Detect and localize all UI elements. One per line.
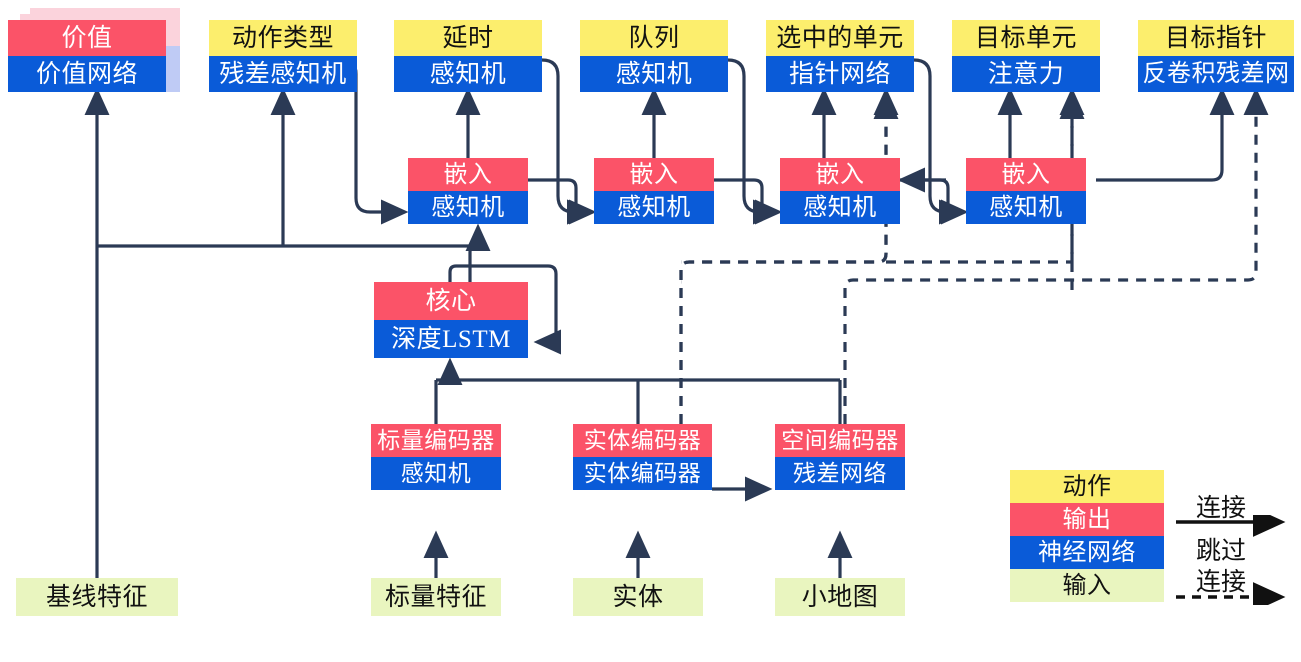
node-entity-encoder-head: 实体编码器 (573, 424, 712, 457)
node-target-pointer[interactable]: 目标指针 反卷积残差网 (1138, 20, 1294, 92)
node-delay-net: 感知机 (394, 56, 542, 92)
legend-arrows (1176, 515, 1286, 605)
node-value-net: 价值网络 (8, 56, 166, 92)
input-scalar-features-label: 标量特征 (371, 578, 501, 616)
legend-connection-label: 连接 (1196, 495, 1247, 522)
wire-core-self-loop (448, 264, 562, 355)
node-delay-head: 延时 (394, 20, 542, 56)
node-embed-2-head: 嵌入 (594, 158, 714, 191)
node-embed-1[interactable]: 嵌入 感知机 (408, 158, 528, 224)
node-queue-net: 感知机 (580, 56, 728, 92)
node-embed-3-net: 感知机 (780, 191, 900, 224)
skip-entity-selected (679, 91, 899, 424)
node-entity-encoder-net: 实体编码器 (573, 457, 712, 490)
node-embed-4-head: 嵌入 (966, 158, 1086, 191)
wire-queue-to-embed3 (727, 58, 781, 225)
skip-entityenc-to-selectedunits (679, 87, 899, 424)
node-selected-units-head: 选中的单元 (766, 20, 914, 56)
node-embed-3[interactable]: 嵌入 感知机 (780, 158, 900, 224)
input-scalar-features[interactable]: 标量特征 (371, 578, 501, 616)
node-target-pointer-net: 反卷积残差网 (1138, 56, 1294, 92)
node-value-head: 价值 (8, 20, 166, 56)
node-delay[interactable]: 延时 感知机 (394, 20, 542, 92)
node-action-type-head: 动作类型 (209, 20, 357, 56)
node-core-head: 核心 (374, 282, 528, 320)
node-embed-2[interactable]: 嵌入 感知机 (594, 158, 714, 224)
input-minimap-label: 小地图 (775, 578, 905, 616)
node-value[interactable]: 价值 价值网络 (8, 20, 166, 92)
node-selected-units[interactable]: 选中的单元 指针网络 (766, 20, 914, 92)
wire-selectedunits-to-embed4 (913, 58, 967, 225)
node-scalar-encoder-head: 标量编码器 (371, 424, 501, 457)
wire-embed4-to-targetpointer (1096, 87, 1235, 182)
node-embed-3-head: 嵌入 (780, 158, 900, 191)
input-baseline-features[interactable]: 基线特征 (16, 578, 178, 616)
input-entities[interactable]: 实体 (573, 578, 703, 616)
wire-delay-to-embed2b (541, 58, 595, 225)
node-action-type[interactable]: 动作类型 残差感知机 (209, 20, 357, 92)
node-target-unit-net: 注意力 (952, 56, 1100, 92)
skip-spatialenc-to-targetpointer (843, 87, 1269, 424)
node-core-net: 深度LSTM (374, 320, 528, 358)
node-spatial-encoder-head: 空间编码器 (775, 424, 905, 457)
node-spatial-encoder[interactable]: 空间编码器 残差网络 (775, 424, 905, 490)
node-embed-2-net: 感知机 (594, 191, 714, 224)
node-scalar-encoder-net: 感知机 (371, 457, 501, 490)
node-selected-units-net: 指针网络 (766, 56, 914, 92)
input-minimap[interactable]: 小地图 (775, 578, 905, 616)
legend-swatches: 动作 输出 神经网络 输入 (1010, 470, 1164, 602)
input-baseline-features-label: 基线特征 (16, 578, 178, 616)
node-core[interactable]: 核心 深度LSTM (374, 282, 528, 358)
input-entities-label: 实体 (573, 578, 703, 616)
node-embed-4-net: 感知机 (966, 191, 1086, 224)
node-entity-encoder[interactable]: 实体编码器 实体编码器 (573, 424, 712, 490)
node-scalar-encoder[interactable]: 标量编码器 感知机 (371, 424, 501, 490)
legend-network: 神经网络 (1010, 536, 1164, 569)
node-target-pointer-head: 目标指针 (1138, 20, 1294, 56)
node-target-unit-head: 目标单元 (952, 20, 1100, 56)
legend-output: 输出 (1010, 503, 1164, 536)
legend-input: 输入 (1010, 569, 1164, 602)
node-target-unit[interactable]: 目标单元 注意力 (952, 20, 1100, 92)
node-embed-1-net: 感知机 (408, 191, 528, 224)
node-spatial-encoder-net: 残差网络 (775, 457, 905, 490)
legend-action: 动作 (1010, 470, 1164, 503)
node-queue-head: 队列 (580, 20, 728, 56)
node-action-type-net: 残差感知机 (209, 56, 357, 92)
node-embed-4[interactable]: 嵌入 感知机 (966, 158, 1086, 224)
node-queue[interactable]: 队列 感知机 (580, 20, 728, 92)
legend-skip-label-bottom: 连接 (1196, 569, 1247, 596)
legend-skip-label-top: 跳过 (1196, 538, 1247, 565)
node-embed-1-head: 嵌入 (408, 158, 528, 191)
